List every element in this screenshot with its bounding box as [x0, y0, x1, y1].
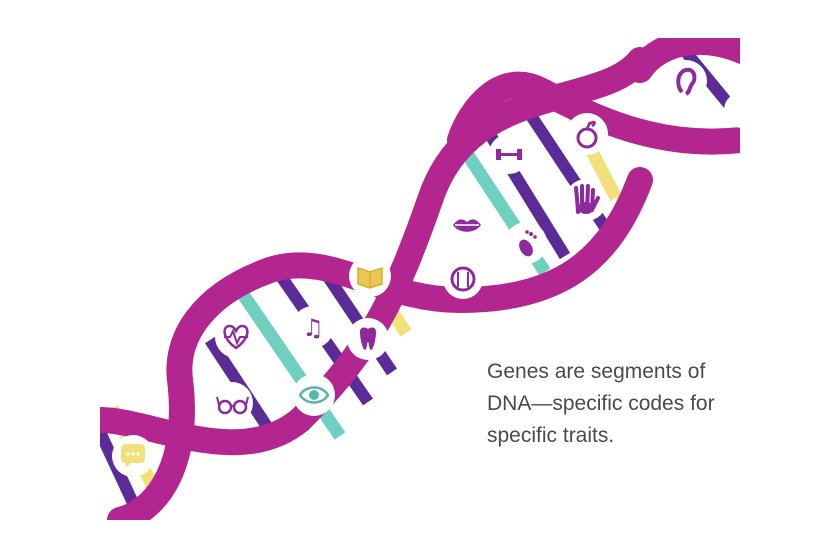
trait-icons: ♫ — [112, 60, 740, 477]
caption-line-3: specific traits. — [487, 424, 615, 447]
strand-c — [627, 38, 740, 83]
caption: Genes are segments of DNA—specific codes… — [487, 356, 827, 452]
dumbbell-icon — [489, 134, 529, 174]
dna-strands — [100, 38, 740, 520]
caption-line-1: Genes are segments of — [487, 360, 706, 383]
eye-icon — [293, 374, 335, 416]
caption-line-2: DNA—specific codes for — [487, 392, 715, 415]
book-icon — [349, 255, 391, 297]
strand-b — [447, 71, 740, 155]
svg-text:♫: ♫ — [302, 314, 324, 342]
apple-icon — [566, 113, 608, 155]
speech-bubble-icon — [112, 435, 154, 477]
lips-icon — [446, 205, 488, 247]
ear-icon — [665, 60, 707, 102]
hand-icon — [565, 179, 607, 221]
tooth-icon — [347, 318, 389, 360]
extra-icon — [724, 92, 740, 128]
strand-d — [107, 167, 653, 520]
glasses-icon — [211, 382, 253, 424]
heartbeat-icon — [215, 316, 257, 358]
music-note-icon: ♫ — [292, 306, 334, 348]
plate-icon — [443, 259, 483, 299]
foot-icon — [505, 222, 547, 264]
